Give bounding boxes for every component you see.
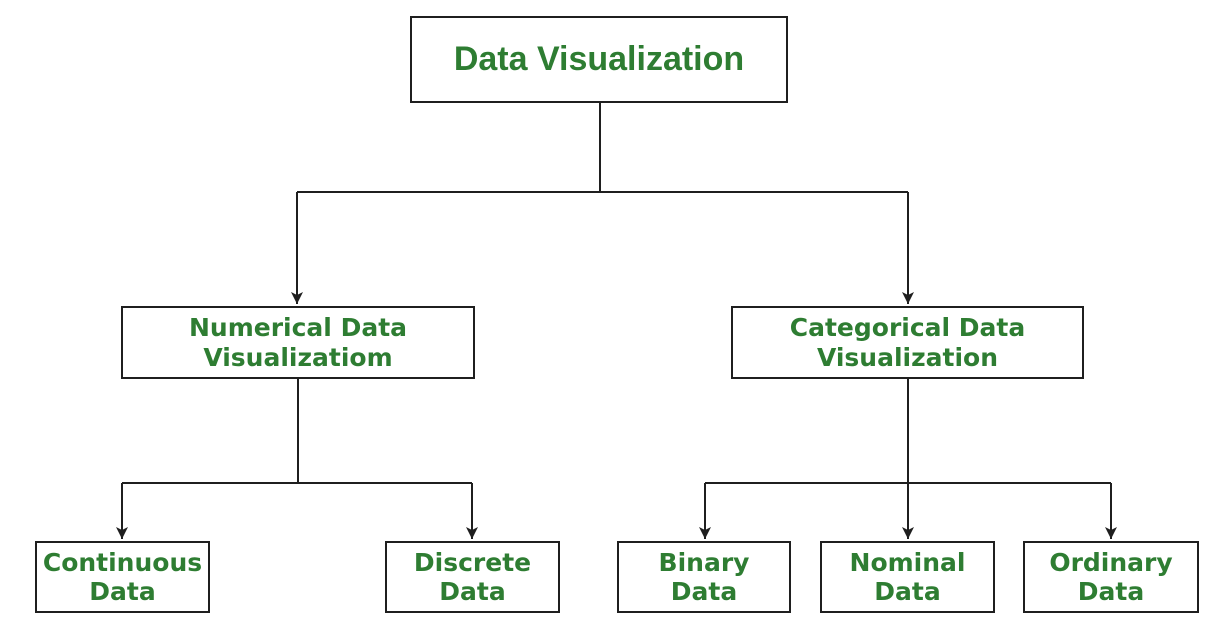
node-data-visualization: Data Visualization	[410, 16, 788, 103]
node-discrete-data: Discrete Data	[385, 541, 560, 613]
node-data-visualization-label: Data Visualization	[453, 40, 745, 79]
node-categorical-label: Categorical Data Visualization	[789, 313, 1026, 372]
node-numerical-data-visualization: Numerical Data Visualizatiom	[121, 306, 475, 379]
node-categorical-data-visualization: Categorical Data Visualization	[731, 306, 1084, 379]
node-nominal-data: Nominal Data	[820, 541, 995, 613]
node-binary-label: Binary Data	[658, 547, 750, 607]
node-binary-data: Binary Data	[617, 541, 791, 613]
node-continuous-data: Continuous Data	[35, 541, 210, 613]
node-nominal-label: Nominal Data	[849, 547, 966, 607]
node-ordinary-label: Ordinary Data	[1049, 547, 1173, 607]
node-ordinary-data: Ordinary Data	[1023, 541, 1199, 613]
node-discrete-label: Discrete Data	[413, 547, 532, 607]
node-continuous-label: Continuous Data	[42, 547, 203, 607]
node-numerical-label: Numerical Data Visualizatiom	[188, 313, 408, 372]
